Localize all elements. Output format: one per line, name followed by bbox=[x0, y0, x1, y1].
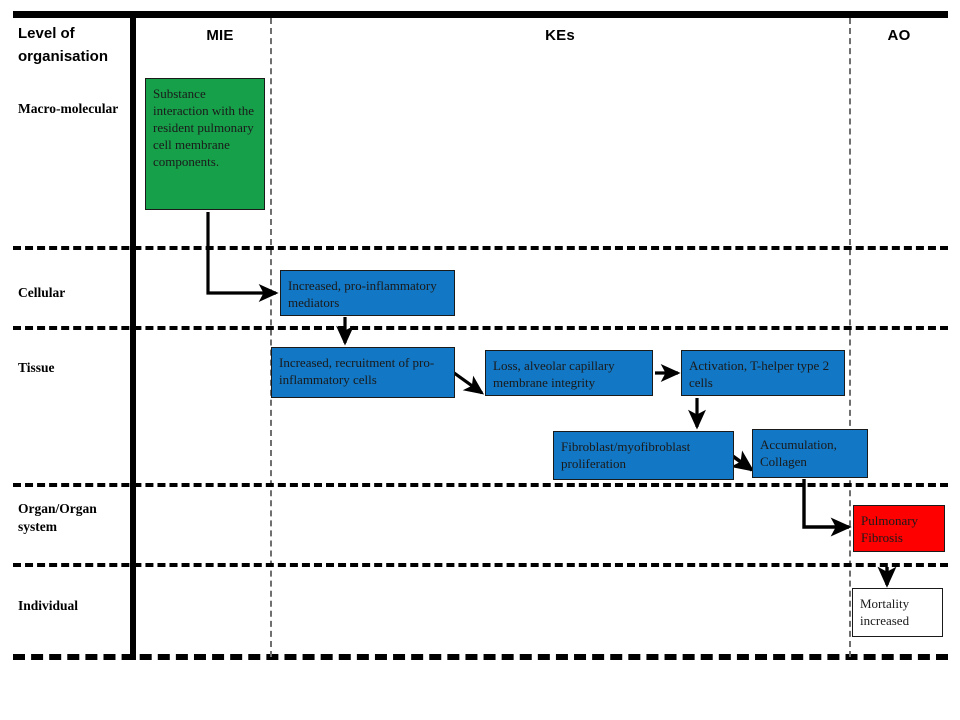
node-ke-fibroblast-proliferation[interactable]: Fibroblast/myofibroblast proliferation bbox=[553, 431, 734, 480]
column-divider-mie-kes bbox=[270, 18, 272, 657]
node-ao-pulmonary-fibrosis[interactable]: Pulmonary Fibrosis bbox=[853, 505, 945, 552]
top-border-rule bbox=[13, 11, 948, 18]
node-ke-activation-t-helper[interactable]: Activation, T-helper type 2 cells bbox=[681, 350, 845, 396]
column-header-mie: MIE bbox=[206, 27, 234, 44]
node-ke-loss-membrane-integrity[interactable]: Loss, alveolar capillary membrane integr… bbox=[485, 350, 653, 396]
column-header-kes: KEs bbox=[545, 27, 575, 44]
column-header-ao: AO bbox=[887, 27, 911, 44]
level-label-tissue: Tissue bbox=[18, 360, 55, 375]
node-outcome-mortality-increased[interactable]: Mortality increased bbox=[852, 588, 943, 637]
page-title: Level of organisation bbox=[18, 25, 109, 65]
level-label-cellular: Cellular bbox=[18, 285, 66, 300]
level-label-macromolecular: Macro-molecular bbox=[18, 101, 119, 116]
row-divider-cellular-tissue bbox=[13, 326, 948, 330]
column-divider-kes-ao bbox=[849, 18, 851, 657]
level-label-organ: Organ/Organ system bbox=[18, 501, 97, 534]
node-ke-recruitment-inflammatory-cells[interactable]: Increased, recruitment of pro-inflammato… bbox=[271, 347, 455, 398]
row-divider-macromolecular-cellular bbox=[13, 246, 948, 250]
arrow-mie-to-mediators bbox=[206, 212, 279, 302]
node-ke-accumulation-collagen[interactable]: Accumulation, Collagen bbox=[752, 429, 868, 478]
node-ke-pro-inflammatory-mediators[interactable]: Increased, pro-inflammatory mediators bbox=[280, 270, 455, 316]
row-divider-organ-individual bbox=[13, 563, 948, 567]
node-mie-substance-interaction[interactable]: Substance interaction with the resident … bbox=[145, 78, 265, 210]
bottom-border-rule bbox=[13, 654, 948, 660]
row-divider-tissue-organ bbox=[13, 483, 948, 487]
level-label-individual: Individual bbox=[18, 598, 79, 613]
level-column-divider bbox=[130, 11, 136, 660]
